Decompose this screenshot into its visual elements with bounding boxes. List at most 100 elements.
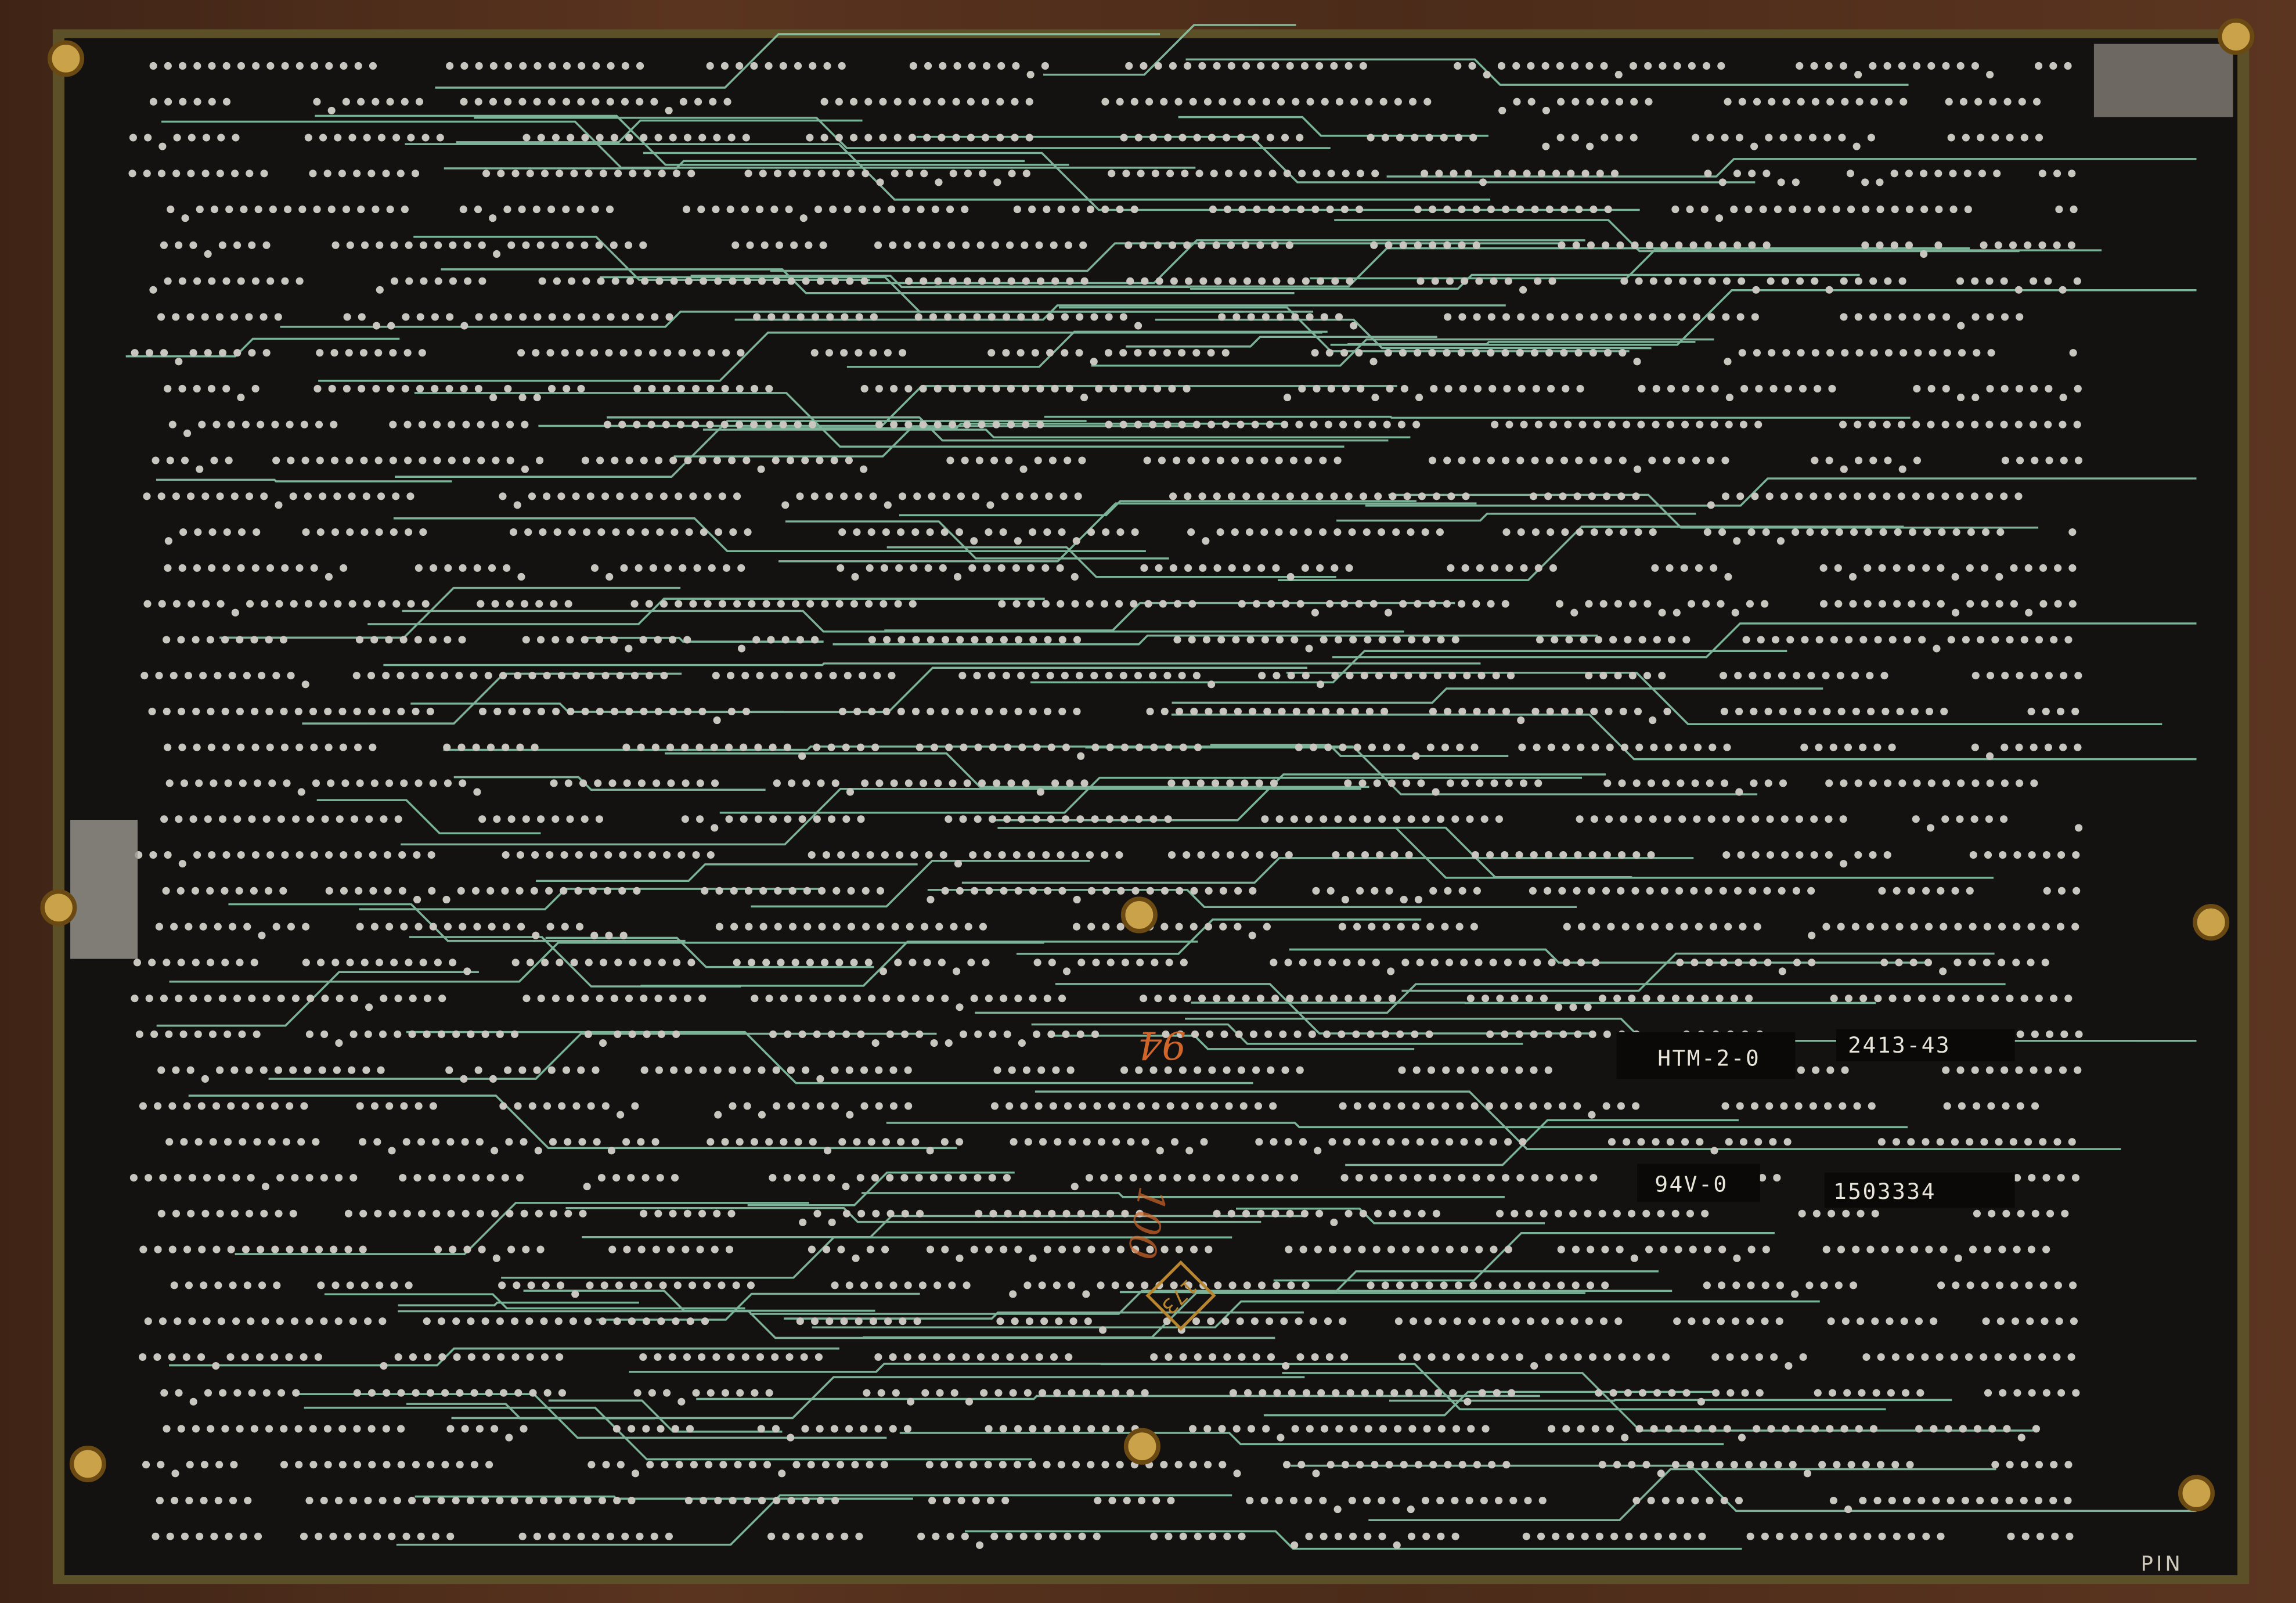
solder-pad	[517, 572, 525, 581]
solder-pad	[193, 743, 201, 751]
solder-pad	[1146, 1245, 1154, 1253]
solder-pad	[630, 1281, 638, 1289]
solder-pad	[973, 313, 981, 321]
solder-pad	[796, 313, 805, 321]
solder-pad	[1241, 851, 1249, 859]
solder-pad	[1414, 206, 1422, 214]
solder-pad	[1485, 1102, 1493, 1110]
solder-pad	[1542, 142, 1550, 150]
solder-pad	[1981, 564, 1989, 572]
solder-pad	[838, 62, 846, 70]
solder-pad	[1841, 1066, 1849, 1074]
solder-pad	[1738, 277, 1746, 285]
solder-pad	[1115, 1173, 1123, 1182]
solder-pad	[1297, 206, 1305, 214]
solder-pad	[1825, 286, 1833, 294]
solder-pad	[540, 170, 549, 178]
solder-pad	[1196, 1102, 1204, 1110]
solder-pad	[536, 456, 544, 464]
solder-pad	[2069, 1281, 2077, 1289]
solder-pad	[1530, 1361, 1538, 1370]
solder-pad	[874, 241, 882, 249]
solder-pad	[1025, 1317, 1033, 1325]
solder-pad	[1679, 1425, 1688, 1433]
solder-pad	[1504, 277, 1512, 285]
solder-pad	[1682, 1389, 1691, 1397]
solder-pad	[1304, 1496, 1313, 1505]
solder-pad	[1034, 1532, 1043, 1540]
solder-pad	[1409, 98, 1417, 106]
solder-pad	[945, 1039, 953, 1047]
solder-pad	[1005, 456, 1013, 464]
solder-pad	[1544, 1102, 1552, 1110]
solder-pad	[605, 572, 614, 581]
solder-pad	[596, 995, 604, 1003]
solder-pad	[534, 1147, 542, 1155]
solder-pad	[511, 170, 520, 178]
solder-pad	[696, 815, 704, 823]
solder-pad	[728, 1066, 737, 1074]
solder-pad	[601, 1102, 610, 1110]
solder-pad	[1534, 420, 1542, 428]
solder-pad	[933, 384, 942, 393]
solder-pad	[1689, 1245, 1697, 1253]
solder-pad	[1076, 313, 1084, 321]
solder-pad	[453, 1353, 461, 1361]
solder-pad	[516, 851, 524, 859]
solder-pad	[1565, 636, 1573, 644]
solder-pad	[956, 636, 964, 644]
solder-pad	[1052, 1066, 1060, 1074]
solder-pad	[715, 887, 723, 895]
solder-pad	[334, 600, 342, 608]
solder-pad	[178, 860, 186, 868]
solder-pad	[327, 779, 335, 787]
solder-pad	[1741, 1389, 1749, 1397]
solder-pad	[222, 564, 230, 572]
solder-pad	[957, 1496, 965, 1505]
solder-pad	[1531, 456, 1539, 464]
solder-pad	[201, 1209, 210, 1217]
solder-pad	[362, 1066, 370, 1074]
copper-trace	[751, 859, 1090, 907]
solder-pad	[908, 98, 917, 106]
solder-pad	[1178, 1066, 1187, 1074]
solder-pad	[284, 206, 292, 214]
solder-pad	[1356, 1461, 1364, 1469]
solder-pad	[655, 277, 664, 285]
solder-pad	[1531, 528, 1540, 536]
solder-pad	[1808, 134, 1817, 142]
solder-pad	[1140, 995, 1148, 1003]
solder-pad	[837, 1245, 845, 1253]
solder-pad	[1985, 277, 1994, 285]
solder-pad	[1864, 564, 1872, 572]
solder-pad	[1414, 895, 1423, 903]
solder-pad	[1812, 1209, 1821, 1217]
solder-pad	[1014, 1245, 1022, 1253]
copper-trace	[1334, 219, 2020, 253]
solder-pad	[914, 313, 922, 321]
solder-pad	[1540, 995, 1548, 1003]
solder-pad	[676, 420, 685, 428]
solder-pad	[1573, 492, 1581, 500]
solder-pad	[1528, 1281, 1536, 1289]
solder-pad	[666, 743, 675, 751]
solder-pad	[798, 815, 806, 823]
solder-pad	[202, 600, 210, 608]
solder-pad	[772, 1066, 780, 1074]
solder-pad	[348, 492, 356, 500]
solder-pad	[733, 600, 741, 608]
solder-pad	[771, 1353, 779, 1361]
solder-pad	[403, 420, 412, 428]
solder-pad	[990, 1532, 999, 1540]
solder-pad	[1958, 349, 1966, 357]
solder-pad	[1859, 636, 1868, 644]
solder-pad	[1299, 1245, 1307, 1253]
solder-pad	[1865, 528, 1873, 536]
solder-pad	[237, 564, 245, 572]
solder-pad	[654, 456, 663, 464]
solder-pad	[1478, 1389, 1486, 1397]
solder-pad	[1914, 349, 1922, 357]
solder-pad	[1664, 743, 1673, 751]
copper-traces	[125, 24, 2197, 1550]
solder-pad	[2024, 241, 2032, 249]
